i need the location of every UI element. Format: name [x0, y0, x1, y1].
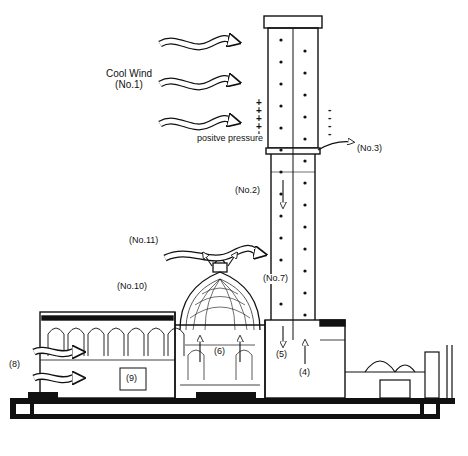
arch — [128, 328, 144, 356]
building — [40, 312, 345, 398]
vent-dot — [279, 302, 282, 305]
pressure-sign: - — [327, 128, 332, 139]
wind-arrow — [160, 118, 236, 127]
vent-dot — [303, 49, 306, 52]
vent-dot — [303, 203, 306, 206]
wind-arrow — [160, 78, 236, 87]
wind-arrow — [34, 376, 80, 379]
vent-dot — [279, 82, 282, 85]
arch — [148, 328, 164, 356]
flow-arrow — [199, 338, 200, 362]
vent-dot — [303, 181, 306, 184]
callout-label: (9) — [125, 374, 138, 384]
flow-arrow — [282, 326, 283, 345]
vent-dot — [279, 126, 282, 129]
vent-dot — [303, 159, 306, 162]
flow-arrow — [204, 254, 212, 266]
callout-label: (4) — [298, 368, 311, 378]
vent-dot — [303, 269, 306, 272]
flow-arrow — [282, 180, 283, 206]
wind-arrow — [160, 38, 236, 47]
annex — [345, 345, 452, 398]
vent-dot — [303, 291, 306, 294]
vent-dot — [279, 170, 282, 173]
dome — [180, 259, 260, 380]
ground — [10, 392, 455, 419]
flow-arrows — [200, 142, 352, 364]
wind-arrows — [34, 38, 262, 379]
wind-arrow — [34, 350, 80, 353]
vent-dot — [279, 104, 282, 107]
callout-label: (5) — [275, 350, 288, 360]
vent-dot — [303, 115, 306, 118]
vent-dot — [303, 137, 306, 140]
flow-arrow — [228, 254, 236, 266]
wind-arrow — [34, 350, 80, 353]
arch — [108, 328, 124, 356]
callout-label: positve pressure — [196, 134, 264, 144]
wind-arrow — [160, 38, 236, 47]
pool-box — [120, 368, 146, 390]
callout-label: (No.7) — [262, 274, 289, 284]
callout-label: (No.2) — [234, 186, 261, 196]
wind-arrow — [165, 248, 262, 258]
flow-arrow — [318, 142, 352, 150]
arch — [88, 328, 104, 356]
flow-arrow — [239, 338, 240, 362]
vent-dot — [303, 71, 306, 74]
wind-arrow — [160, 118, 236, 127]
vent-dot — [279, 38, 282, 41]
vent-dot — [279, 258, 282, 261]
vent-dot — [303, 93, 306, 96]
vent-dot — [303, 247, 306, 250]
callout-label: (No.3) — [356, 144, 383, 154]
vent-dot — [279, 214, 282, 217]
vent-dot — [303, 225, 306, 228]
wind-tower — [264, 16, 322, 340]
wind-arrow — [34, 376, 80, 379]
vent-dot — [279, 60, 282, 63]
vent-dot — [279, 192, 282, 195]
callout-label: (6) — [213, 347, 226, 357]
wind-arrow — [165, 248, 262, 258]
vent-dot — [279, 148, 282, 151]
callout-label: (8) — [8, 360, 21, 370]
vent-dot — [279, 236, 282, 239]
wind-arrow — [160, 78, 236, 87]
callout-label: (No.11) — [128, 236, 159, 246]
arch — [168, 328, 184, 356]
vent-dot — [303, 313, 306, 316]
flow-arrow — [304, 342, 305, 364]
callout-label: Cool Wind (No.1) — [100, 68, 158, 90]
callout-label: (No.10) — [116, 282, 148, 292]
